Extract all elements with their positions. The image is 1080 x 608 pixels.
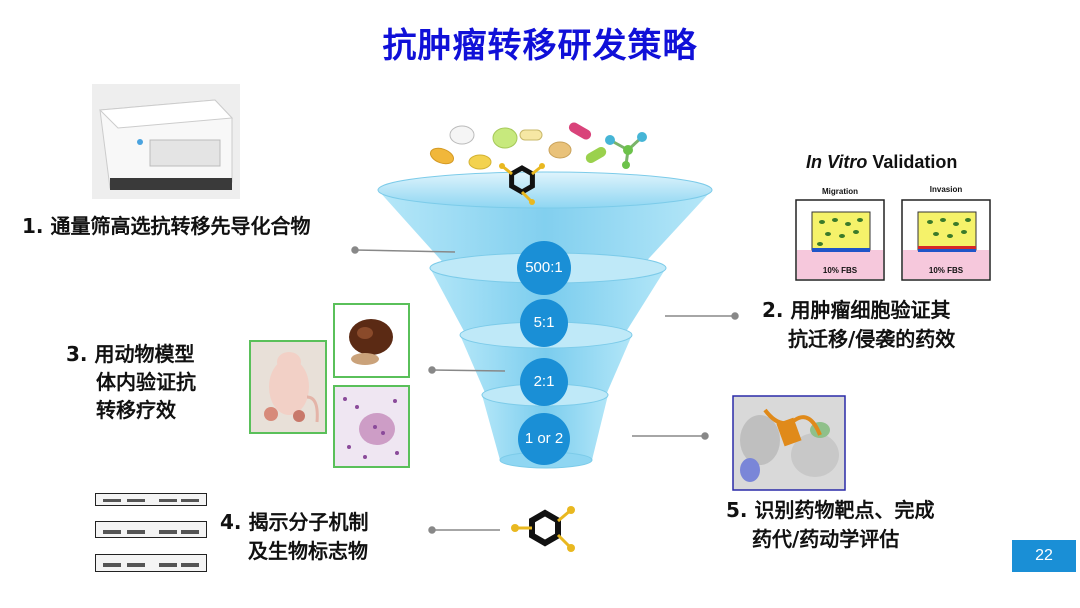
well-label-migration: Migration [822,187,858,196]
western-blot-band-1 [95,493,207,506]
step-3-label-line-3: 转移疗效 [96,398,176,422]
in-vitro-title: In Vitro Validation [806,152,957,173]
histology-photo [333,385,410,468]
step-5-label-line-1: 5. 识别药物靶点、完成 [726,498,935,522]
page-number: 22 [1012,540,1076,572]
page-title: 抗肿瘤转移研发策略 [382,26,698,66]
western-blot-band-2 [95,521,207,538]
pills-and-molecules [429,122,647,170]
ratio-circle-2 [520,299,568,347]
step-2-label-line-1: 2. 用肿瘤细胞验证其 [762,298,951,322]
step-1-label: 1. 通量筛高选抗转移先导化合物 [22,214,311,238]
well-medium-2: 10% FBS [928,266,964,275]
well-medium-1: 10% FBS [822,266,858,275]
tumor-photo [333,303,410,378]
protein-structure [732,395,846,491]
molecule-icon-bottom [511,506,575,552]
plate-reader-instrument [92,84,240,199]
ratio-circle-4 [518,413,570,465]
western-blot-band-3 [95,554,207,572]
western-blot [103,499,199,567]
ratio-label-4: 1 or 2 [524,430,564,447]
ratio-circle-1 [517,241,571,295]
in-vitro-italic: In Vitro [806,152,868,172]
ratio-label-3: 2:1 [533,373,555,390]
ratio-label-2: 5:1 [533,314,555,331]
molecule-icon [499,163,545,205]
in-vitro-rest: Validation [867,152,958,172]
mouse-photo [249,340,327,434]
ratio-label-1: 500:1 [525,259,563,276]
transwell-assay [795,199,991,281]
funnel-top [377,171,713,268]
step-4-label-line-2: 及生物标志物 [248,539,368,563]
step-5-label-line-2: 药代/药动学评估 [752,527,900,551]
step-3-label-line-1: 3. 用动物模型 [66,342,195,366]
ratio-circle-3 [520,358,568,406]
step-4-label-line-1: 4. 揭示分子机制 [220,510,369,534]
connector-lines [351,246,739,534]
step-3-label-line-2: 体内验证抗 [96,370,196,394]
step-2-label-line-2: 抗迁移/侵袭的药效 [788,327,956,351]
well-label-invasion: Invasion [929,185,963,194]
